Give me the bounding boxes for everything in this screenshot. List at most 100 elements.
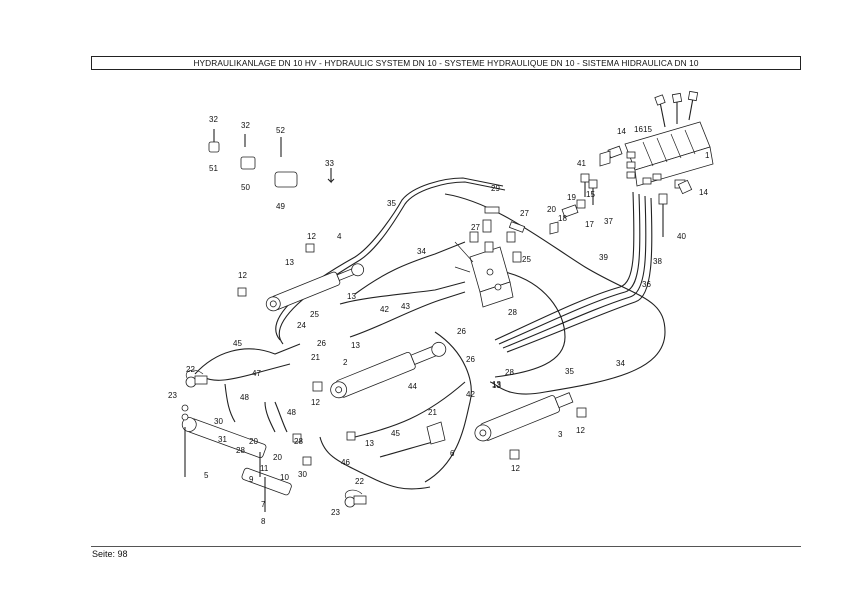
hose-35-lower (494, 271, 566, 378)
hose-bundle-38 (502, 195, 647, 349)
part-label: 27 (471, 223, 480, 232)
part-label: 25 (310, 310, 319, 319)
part-label: 34 (616, 359, 625, 368)
hose-42-upper (339, 281, 466, 305)
part-label: 52 (276, 126, 285, 135)
part-label: 3 (558, 430, 563, 439)
hydraulic-drawing-svg: 32 32 52 51 50 49 33 35 12 4 13 12 34 13… (168, 90, 714, 526)
part-label: 49 (276, 202, 285, 211)
hose-35-upper (278, 181, 506, 345)
part-label: 22 (186, 365, 195, 374)
part-label: 12 (238, 271, 247, 280)
part-label: 4 (337, 232, 342, 241)
valve-fittings (580, 145, 693, 237)
hose-46 (319, 436, 431, 490)
part-label: 28 (505, 368, 514, 377)
part-label: 35 (387, 199, 396, 208)
part-label: 28 (236, 446, 245, 455)
control-valve-1 (624, 90, 714, 189)
part-label: 17 (585, 220, 594, 229)
part-label: 12 (311, 398, 320, 407)
part-label: 39 (599, 253, 608, 262)
part-label: 13 (351, 341, 360, 350)
part-label: 44 (408, 382, 417, 391)
part-label: 13 (492, 381, 501, 390)
part-label: 6 (450, 449, 455, 458)
hose-47 (202, 363, 291, 381)
hose-bundle-39 (506, 197, 653, 353)
part-label: 30 (214, 417, 223, 426)
part-label: 20 (249, 437, 258, 446)
part-label: 24 (297, 321, 306, 330)
part-label: 48 (287, 408, 296, 417)
hose-47-drop (224, 383, 236, 423)
valve-6 (259, 421, 446, 477)
hose-lines (194, 177, 666, 490)
part-label: 26 (317, 339, 326, 348)
hose-44 (354, 381, 466, 438)
part-label: 10 (280, 473, 289, 482)
page-title: HYDRAULIKANLAGE DN 10 HV - HYDRAULIC SYS… (91, 56, 801, 70)
part-label: 13 (492, 380, 501, 389)
part-label: 28 (508, 308, 517, 317)
part-label: 26 (457, 327, 466, 336)
part-label: 16 (634, 125, 643, 134)
part-label: 1 (705, 151, 710, 160)
part-label: 51 (209, 164, 218, 173)
part-label: 23 (331, 508, 340, 517)
part-label: 5 (204, 471, 209, 480)
cylinder-3 (474, 392, 587, 460)
part-label: 13 (347, 292, 356, 301)
part-label: 29 (491, 184, 500, 193)
part-label: 41 (577, 159, 586, 168)
part-label: 7 (261, 500, 266, 509)
hose-48-b (274, 401, 288, 433)
part-label: 22 (355, 477, 364, 486)
part-label: 42 (466, 390, 475, 399)
part-label: 11 (260, 464, 269, 473)
part-label: 25 (522, 255, 531, 264)
part-labels: 32 32 52 51 50 49 33 35 12 4 13 12 34 13… (168, 115, 710, 526)
cylinder-5 (181, 404, 292, 512)
page-number: Seite: 98 (92, 549, 128, 559)
part-label: 43 (401, 302, 410, 311)
part-label: 35 (565, 367, 574, 376)
part-label: 26 (466, 355, 475, 364)
hose-45-left (194, 343, 301, 375)
part-label: 37 (604, 217, 613, 226)
part-label: 45 (233, 339, 242, 348)
part-label: 32 (209, 115, 218, 124)
hose-bundle-37 (498, 193, 641, 345)
hose-34-right-loop (444, 193, 666, 395)
part-label: 32 (241, 121, 250, 130)
part-label: 2 (343, 358, 348, 367)
part-label: 47 (252, 369, 261, 378)
part-label: 21 (311, 353, 320, 362)
hose-42-lower (424, 331, 472, 483)
part-label: 13 (285, 258, 294, 267)
part-label: 12 (511, 464, 520, 473)
cylinder-4 (237, 243, 365, 312)
part-label: 12 (307, 232, 316, 241)
part-label: 9 (249, 475, 254, 484)
part-label: 30 (298, 470, 307, 479)
part-label: 14 (699, 188, 708, 197)
part-label: 38 (653, 257, 662, 266)
part-label: 33 (325, 159, 334, 168)
part-label: 15 (643, 125, 652, 134)
distribution-block (454, 206, 526, 308)
part-label: 27 (520, 209, 529, 218)
small-parts-49-52 (208, 129, 335, 188)
part-label: 20 (547, 205, 556, 214)
part-label: 19 (567, 193, 576, 202)
part-label: 34 (417, 247, 426, 256)
part-label: 31 (218, 435, 227, 444)
part-label: 48 (240, 393, 249, 402)
part-label: 20 (273, 453, 282, 462)
footer-divider (91, 546, 801, 547)
part-label: 12 (576, 426, 585, 435)
part-label: 23 (168, 391, 177, 400)
part-label: 13 (365, 439, 374, 448)
coupler-22-lower (344, 489, 367, 508)
part-label: 42 (380, 305, 389, 314)
